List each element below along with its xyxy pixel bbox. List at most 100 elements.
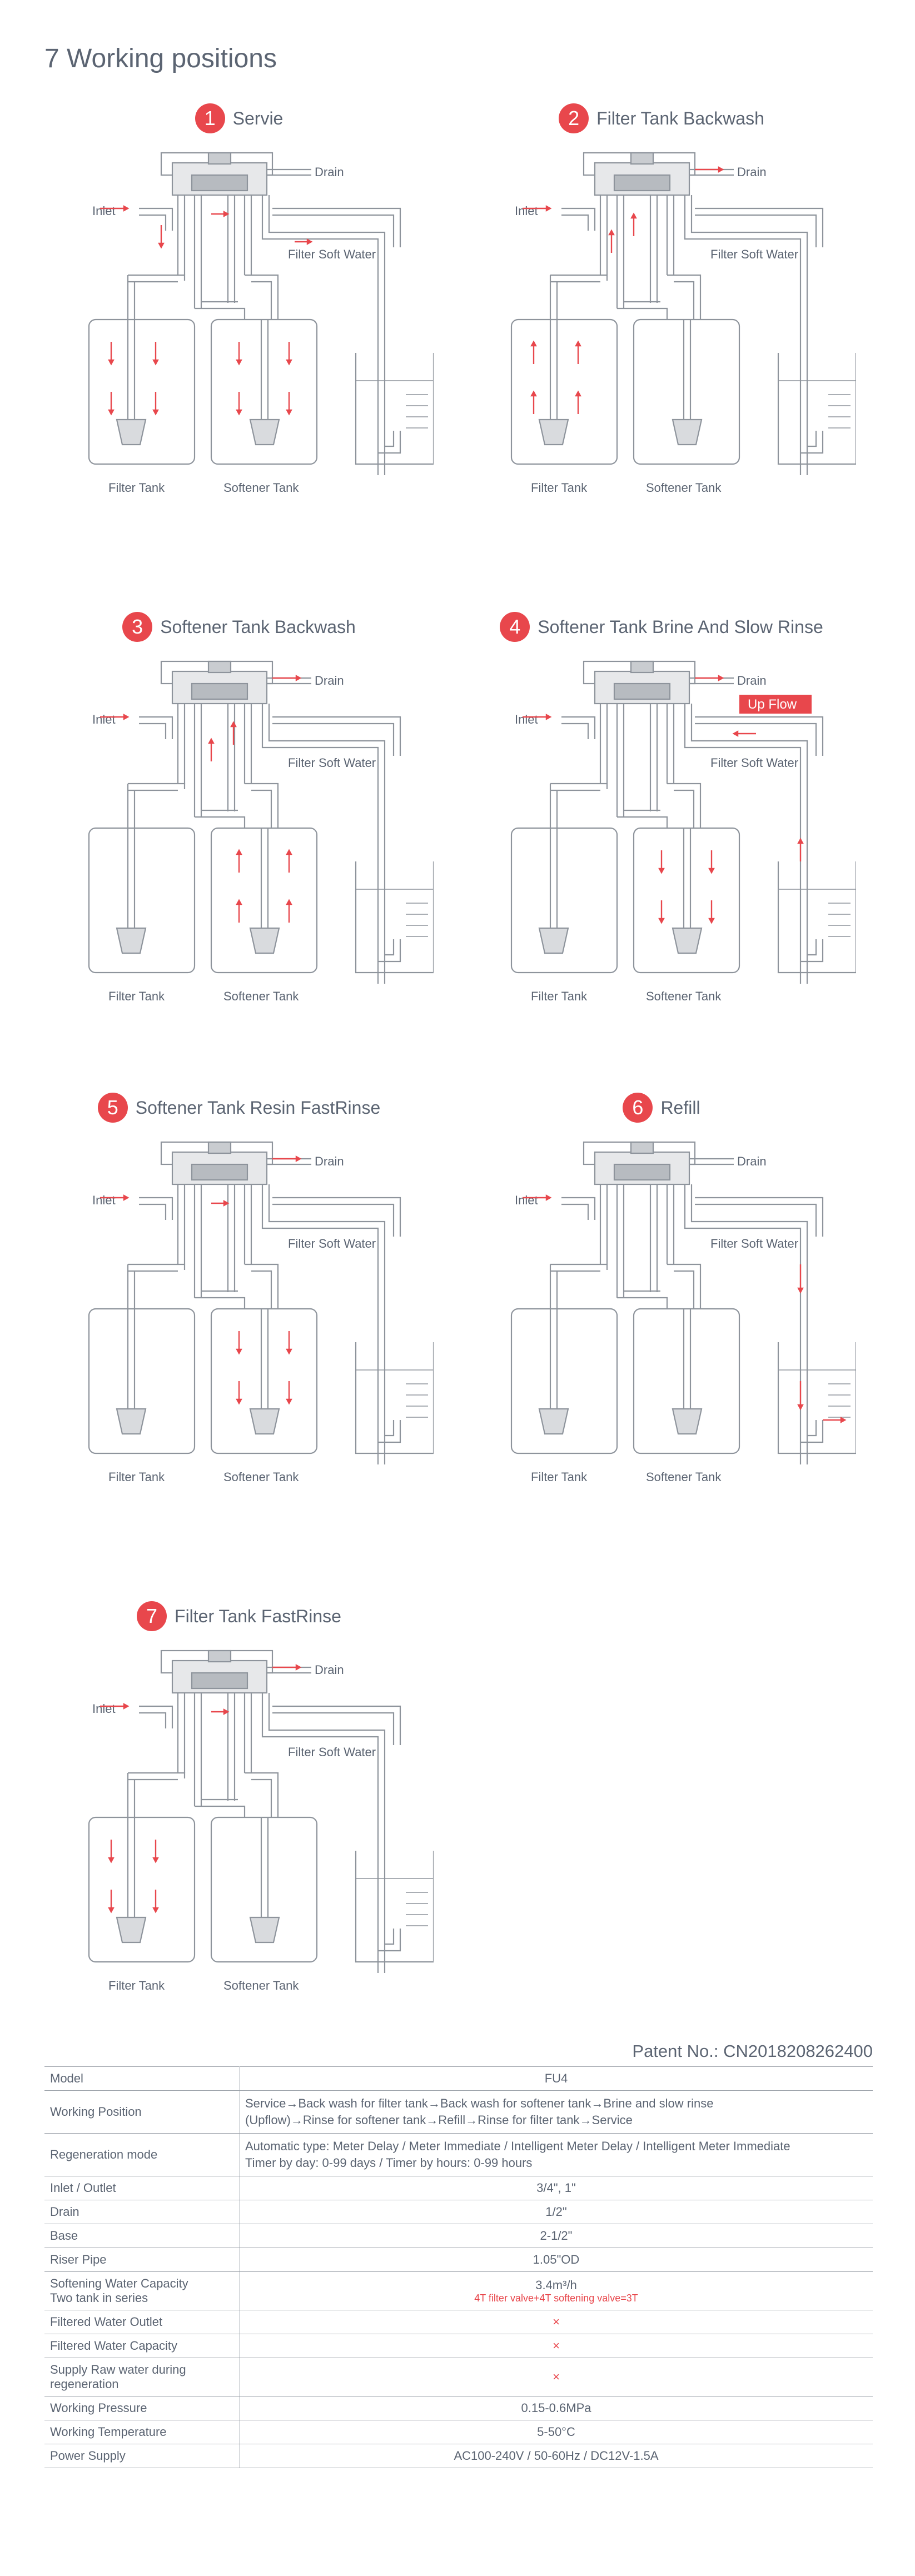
flow-arrowhead: [152, 359, 159, 366]
flow-arrowhead: [108, 359, 115, 366]
spec-value: ×: [239, 2310, 873, 2334]
flow-arrowhead: [530, 340, 537, 347]
flow-arrowhead: [223, 1200, 230, 1207]
flow-arrowhead: [708, 868, 715, 874]
flow-arrowhead: [108, 409, 115, 416]
flow-arrowhead: [152, 1857, 159, 1864]
svg-text:Filter Soft Water: Filter Soft Water: [710, 756, 798, 770]
step-title: Servie: [232, 108, 284, 128]
flow-arrowhead: [575, 390, 581, 397]
flow-arrowhead: [286, 899, 292, 905]
flow-arrowhead: [123, 714, 130, 720]
step-title: Softener Tank Resin FastRinse: [135, 1097, 381, 1118]
spec-key: Model: [44, 2066, 240, 2091]
flow-arrowhead: [658, 868, 665, 874]
spec-value: 3/4", 1": [239, 2176, 873, 2200]
up-flow-label: Up Flow: [748, 697, 797, 712]
flow-arrowhead: [286, 1398, 292, 1405]
svg-text:Filter Tank: Filter Tank: [108, 1470, 165, 1484]
flow-arrowhead: [545, 714, 552, 720]
svg-text:Inlet: Inlet: [92, 1193, 116, 1207]
spec-value: 1/2": [239, 2200, 873, 2224]
spec-value: 5-50°C: [239, 2420, 873, 2444]
svg-text:Filter Soft Water: Filter Soft Water: [288, 1237, 376, 1250]
svg-text:Softener Tank: Softener Tank: [223, 1470, 299, 1484]
svg-text:Filter Soft Water: Filter Soft Water: [710, 247, 798, 261]
flow-arrowhead: [545, 1194, 552, 1201]
flow-arrowhead: [236, 1348, 242, 1355]
spec-row: Filtered Water Capacity×: [44, 2334, 873, 2358]
spec-value: ×: [239, 2358, 873, 2396]
svg-text:Drain: Drain: [315, 674, 344, 687]
flow-arrowhead: [797, 838, 804, 844]
flow-arrowhead: [718, 166, 724, 173]
valve-diagram: Drain Inlet Filter Soft Water Filter Tan…: [510, 1141, 856, 1484]
svg-text:Inlet: Inlet: [515, 204, 538, 218]
flow-arrowhead: [295, 1155, 302, 1162]
flow-arrowhead: [236, 1398, 242, 1405]
svg-text:Softener Tank: Softener Tank: [223, 989, 299, 1003]
panel-heading: 1 Servie: [44, 103, 434, 134]
svg-text:Filter Tank: Filter Tank: [108, 1979, 165, 1992]
step-number-badge: 1: [195, 103, 225, 133]
flow-arrowhead: [545, 205, 552, 212]
valve-diagram: Drain Inlet Filter Soft Water Filter Tan…: [510, 152, 856, 495]
spec-value: 0.15-0.6MPa: [239, 2396, 873, 2420]
svg-text:Drain: Drain: [315, 1154, 344, 1168]
valve-diagram: Drain Inlet Filter Soft Water Filter Tan…: [88, 660, 434, 1003]
spec-value: Automatic type: Meter Delay / Meter Imme…: [239, 2133, 873, 2176]
spec-key: Power Supply: [44, 2444, 240, 2468]
spec-key: Working Position: [44, 2090, 240, 2134]
flow-arrowhead: [718, 675, 724, 681]
flow-arrowhead: [732, 730, 739, 737]
flow-arrowhead: [236, 899, 242, 905]
spec-key: Riser Pipe: [44, 2248, 240, 2272]
valve-diagram: Drain Inlet Filter Soft Water Filter Tan…: [510, 660, 856, 1003]
step-title: Softener Tank Backwash: [160, 616, 356, 637]
flow-arrowhead: [123, 1703, 130, 1710]
svg-text:Softener Tank: Softener Tank: [646, 481, 722, 495]
flow-arrowhead: [123, 205, 130, 212]
svg-text:Inlet: Inlet: [515, 1193, 538, 1207]
flow-arrowhead: [236, 409, 242, 416]
svg-text:Inlet: Inlet: [515, 712, 538, 726]
flow-arrowhead: [608, 229, 615, 236]
flow-arrowhead: [230, 721, 237, 728]
svg-text:Filter Soft Water: Filter Soft Water: [288, 756, 376, 770]
page-title: 7 Working positions: [44, 44, 277, 73]
flow-arrowhead: [286, 849, 292, 855]
flow-arrowhead: [223, 1708, 230, 1715]
svg-text:Softener Tank: Softener Tank: [646, 1470, 722, 1484]
spec-key: Working Pressure: [44, 2396, 240, 2420]
step-number-badge: 7: [137, 1601, 167, 1631]
flow-arrowhead: [286, 409, 292, 416]
flow-arrowhead: [530, 390, 537, 397]
spec-value: 1.05"OD: [239, 2248, 873, 2272]
spec-key: Filtered Water Capacity: [44, 2334, 240, 2358]
flow-arrowhead: [295, 675, 302, 681]
spec-row: Filtered Water Outlet×: [44, 2310, 873, 2334]
svg-text:Filter Tank: Filter Tank: [108, 481, 165, 495]
up-flow-badge: [739, 695, 812, 714]
spec-key: Inlet / Outlet: [44, 2176, 240, 2200]
svg-text:Drain: Drain: [737, 1154, 767, 1168]
svg-text:Softener Tank: Softener Tank: [223, 481, 299, 495]
spec-key: Drain: [44, 2200, 240, 2224]
